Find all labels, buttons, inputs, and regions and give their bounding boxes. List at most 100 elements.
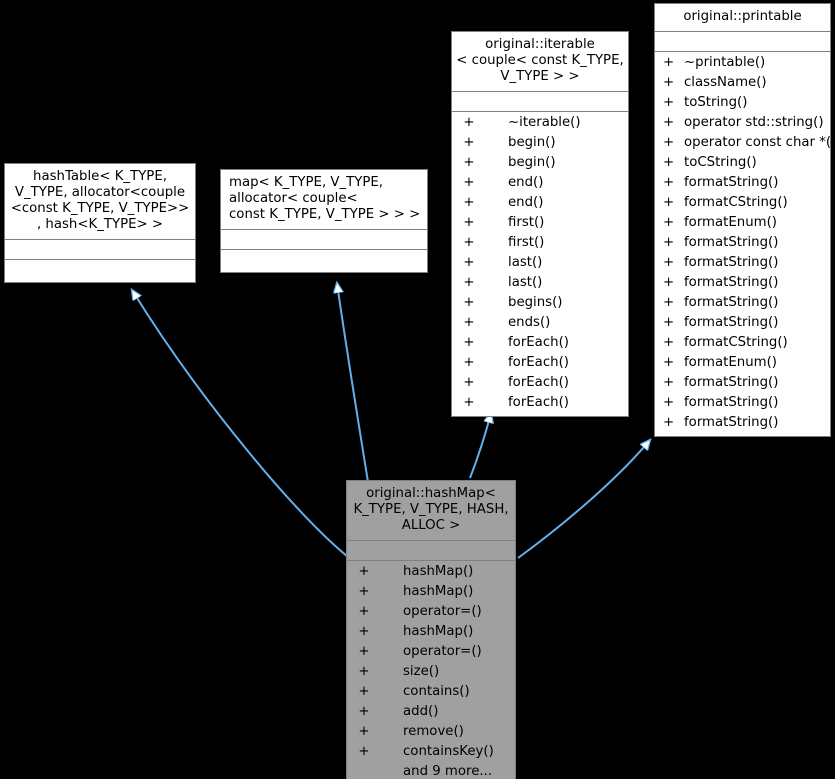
class-box-map[interactable]: map< K_TYPE, V_TYPE, allocator< couple< … [220, 169, 428, 273]
operation-name: toString() [684, 95, 748, 110]
operation-row: +formatString() [655, 273, 830, 293]
operation-row: + ends() [452, 313, 628, 333]
operation-row: +remove() [347, 722, 515, 742]
edge-hashmap-to-map [337, 283, 369, 483]
class-title-iterable: original::iterable < couple< const K_TYP… [452, 32, 628, 92]
operation-name: hashMap() [403, 584, 474, 599]
operation-name: ends() [508, 315, 551, 330]
operation-visibility: + [358, 584, 370, 599]
operation-visibility: + [358, 624, 370, 639]
class-box-printable[interactable]: original::printable +~printable()+classN… [654, 3, 835, 437]
class-operations-hashtable [5, 260, 195, 282]
operation-row: + add() [347, 702, 515, 722]
operation-visibility: + [463, 395, 475, 410]
operation-name: contains() [403, 684, 470, 699]
operation-name: add() [403, 704, 439, 719]
class-box-iterable[interactable]: original::iterable < couple< const K_TYP… [451, 31, 629, 417]
operation-row: +forEach() [452, 373, 628, 393]
operation-row: +formatString() [655, 253, 830, 273]
operation-name: formatString() [684, 375, 779, 390]
operation-name: begin() [508, 155, 556, 170]
operation-row: + formatString() [655, 413, 830, 433]
operation-name: formatString() [684, 235, 779, 250]
operation-visibility: + [358, 684, 370, 699]
operation-name: forEach() [508, 335, 569, 350]
operation-name: operator std::string() [684, 115, 824, 130]
operation-row: + contains() [347, 682, 515, 702]
edge-hashmap-to-iterable [469, 413, 491, 479]
operation-name: end() [508, 195, 544, 210]
operation-name: operator=() [403, 644, 482, 659]
operation-visibility: + [463, 215, 475, 230]
operation-row: + operator=() [347, 602, 515, 622]
operation-visibility: + [463, 375, 475, 390]
operation-name: className() [684, 75, 767, 90]
operation-visibility: + [463, 175, 475, 190]
operation-visibility: + [358, 724, 370, 739]
operation-row: +end() [452, 193, 628, 213]
operation-row: +last() [452, 253, 628, 273]
operation-visibility: + [463, 255, 475, 270]
operation-visibility: + [463, 235, 475, 250]
operation-name: containsKey() [403, 744, 494, 759]
class-attributes-map [221, 230, 427, 250]
operation-row: + forEach() [452, 333, 628, 353]
operation-visibility: + [663, 195, 675, 210]
operation-name: formatString() [684, 275, 779, 290]
operation-row: + forEach() [452, 393, 628, 413]
operation-row: + hashMap() [347, 582, 515, 602]
operation-visibility: + [463, 355, 475, 370]
operation-name: formatString() [684, 255, 779, 270]
operation-visibility: + [663, 415, 675, 430]
operation-name: hashMap() [403, 624, 474, 639]
operation-visibility: + [663, 295, 675, 310]
operation-row: +begin() [452, 133, 628, 153]
operation-name: operator=() [403, 604, 482, 619]
operation-visibility: + [463, 315, 475, 330]
operation-row: +formatString() [655, 173, 830, 193]
class-title-hashtable: hashTable< K_TYPE, V_TYPE, allocator<cou… [5, 164, 195, 240]
operation-row: +formatString() [655, 373, 830, 393]
operation-row: +last() [452, 273, 628, 293]
operation-visibility: + [663, 355, 675, 370]
operation-visibility: + [358, 564, 370, 579]
operation-visibility: + [663, 95, 675, 110]
operation-visibility: + [358, 704, 370, 719]
operation-row: + formatString() [655, 293, 830, 313]
operation-visibility: + [358, 604, 370, 619]
operation-row: +operator=() [347, 642, 515, 662]
operation-visibility: + [358, 664, 370, 679]
operation-name: operator const char *() [684, 135, 835, 150]
operation-name: first() [508, 215, 545, 230]
class-operations-hashmap: +hashMap()+hashMap()+operator=()+hashMap… [347, 561, 515, 779]
operation-visibility: + [663, 335, 675, 350]
operation-visibility: + [463, 135, 475, 150]
class-attributes-hashtable [5, 240, 195, 260]
operation-visibility: + [663, 155, 675, 170]
class-title-printable: original::printable [655, 4, 830, 32]
operation-name: formatString() [684, 415, 779, 430]
operation-visibility: + [463, 295, 475, 310]
operation-row: and 9 more... [347, 762, 515, 779]
operation-name: and 9 more... [403, 764, 493, 779]
operation-name: formatString() [684, 175, 779, 190]
operation-name: hashMap() [403, 564, 474, 579]
operation-visibility: + [663, 235, 675, 250]
operation-visibility: + [463, 335, 475, 350]
edge-hashmap-to-hashtable [132, 290, 353, 561]
operation-name: formatEnum() [684, 355, 777, 370]
operation-visibility: + [663, 395, 675, 410]
class-box-hashmap[interactable]: original::hashMap< K_TYPE, V_TYPE, HASH,… [346, 480, 516, 779]
operation-name: forEach() [508, 395, 569, 410]
operation-row: +end() [452, 173, 628, 193]
operation-name: first() [508, 235, 545, 250]
operation-row: +begins() [452, 293, 628, 313]
operation-name: formatCString() [684, 335, 788, 350]
operation-name: toCString() [684, 155, 757, 170]
class-box-hashtable[interactable]: hashTable< K_TYPE, V_TYPE, allocator<cou… [4, 163, 196, 283]
operation-name: last() [508, 275, 543, 290]
operation-row: + toCString() [655, 153, 830, 173]
class-operations-map [221, 250, 427, 272]
class-title-map: map< K_TYPE, V_TYPE, allocator< couple< … [221, 170, 427, 230]
operation-name: formatString() [684, 295, 779, 310]
